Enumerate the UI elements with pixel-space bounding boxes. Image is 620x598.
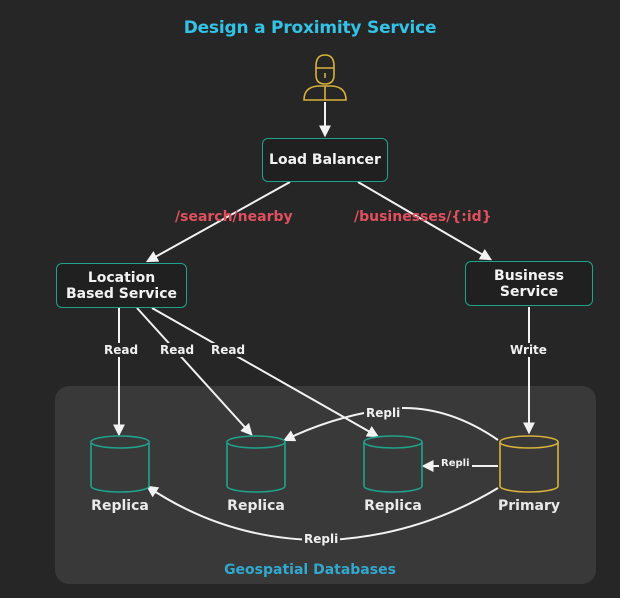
databases-panel-title: Geospatial Databases (224, 562, 396, 578)
read-label-3: Read (209, 343, 248, 357)
repli-label-bottom: Repli (302, 532, 341, 546)
repli-label-top: Repli (364, 406, 403, 420)
write-label: Write (508, 343, 549, 357)
repli-label-middle: Repli (439, 458, 472, 469)
database-replica-1 (90, 435, 150, 493)
route-businesses-id: /businesses/{:id} (354, 209, 492, 225)
db-label-replica-3: Replica (364, 498, 422, 514)
user-icon (303, 54, 347, 101)
read-label-2: Read (158, 343, 197, 357)
db-label-primary: Primary (497, 498, 561, 514)
db-label-replica-1: Replica (91, 498, 149, 514)
database-replica-3 (363, 435, 423, 493)
database-primary (499, 435, 559, 493)
db-label-replica-2: Replica (227, 498, 285, 514)
business-service-node: Business Service (465, 261, 593, 306)
route-search-nearby: /search/nearby (175, 209, 293, 225)
database-replica-2 (226, 435, 286, 493)
load-balancer-node: Load Balancer (262, 138, 388, 182)
read-label-1: Read (102, 343, 141, 357)
lb-to-location-arrow (145, 181, 291, 263)
read-arrow-2 (136, 307, 253, 436)
location-service-node: Location Based Service (56, 263, 187, 308)
lb-to-business-arrow (357, 181, 493, 261)
page-title: Design a Proximity Service (183, 18, 437, 38)
read-arrow-3 (151, 307, 380, 438)
databases-panel (55, 386, 596, 584)
